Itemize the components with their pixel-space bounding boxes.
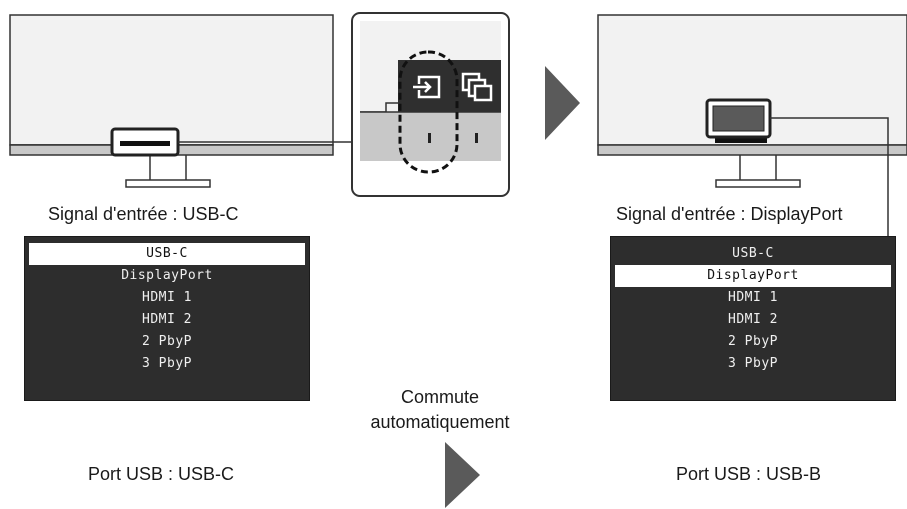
menu-item: 3 PbyP	[728, 356, 778, 371]
input-select-icon	[413, 75, 441, 99]
right-port-label: Port USB : USB-B	[676, 464, 822, 484]
auto-switch-line2: automatiquement	[370, 412, 510, 432]
left-signal-label: Signal d'entrée : USB-C	[48, 204, 239, 224]
pbyp-windows-icon	[461, 72, 493, 102]
auto-switch-arrow	[445, 442, 480, 508]
menu-item: USB-C	[29, 243, 305, 265]
zoom-panel	[351, 12, 510, 197]
menu-item: HDMI 1	[728, 290, 778, 305]
auto-switch-line1: Commute	[400, 387, 480, 407]
right-signal-label: Signal d'entrée : DisplayPort	[616, 204, 843, 224]
menu-item: DisplayPort	[615, 265, 891, 287]
transition-arrow	[545, 66, 580, 140]
left-monitor	[9, 14, 352, 188]
menu-item: USB-C	[732, 246, 774, 261]
dashed-highlight	[398, 50, 459, 174]
menu-item: HDMI 1	[142, 290, 192, 305]
menu-item: HDMI 2	[728, 312, 778, 327]
callout-line	[770, 117, 889, 238]
menu-item: HDMI 2	[142, 312, 192, 327]
menu-item: 2 PbyP	[728, 334, 778, 349]
right-monitor	[597, 14, 907, 238]
menu-item: 2 PbyP	[142, 334, 192, 349]
menu-item: 3 PbyP	[142, 356, 192, 371]
menu-item: DisplayPort	[121, 268, 213, 283]
left-port-label: Port USB : USB-C	[88, 464, 235, 484]
